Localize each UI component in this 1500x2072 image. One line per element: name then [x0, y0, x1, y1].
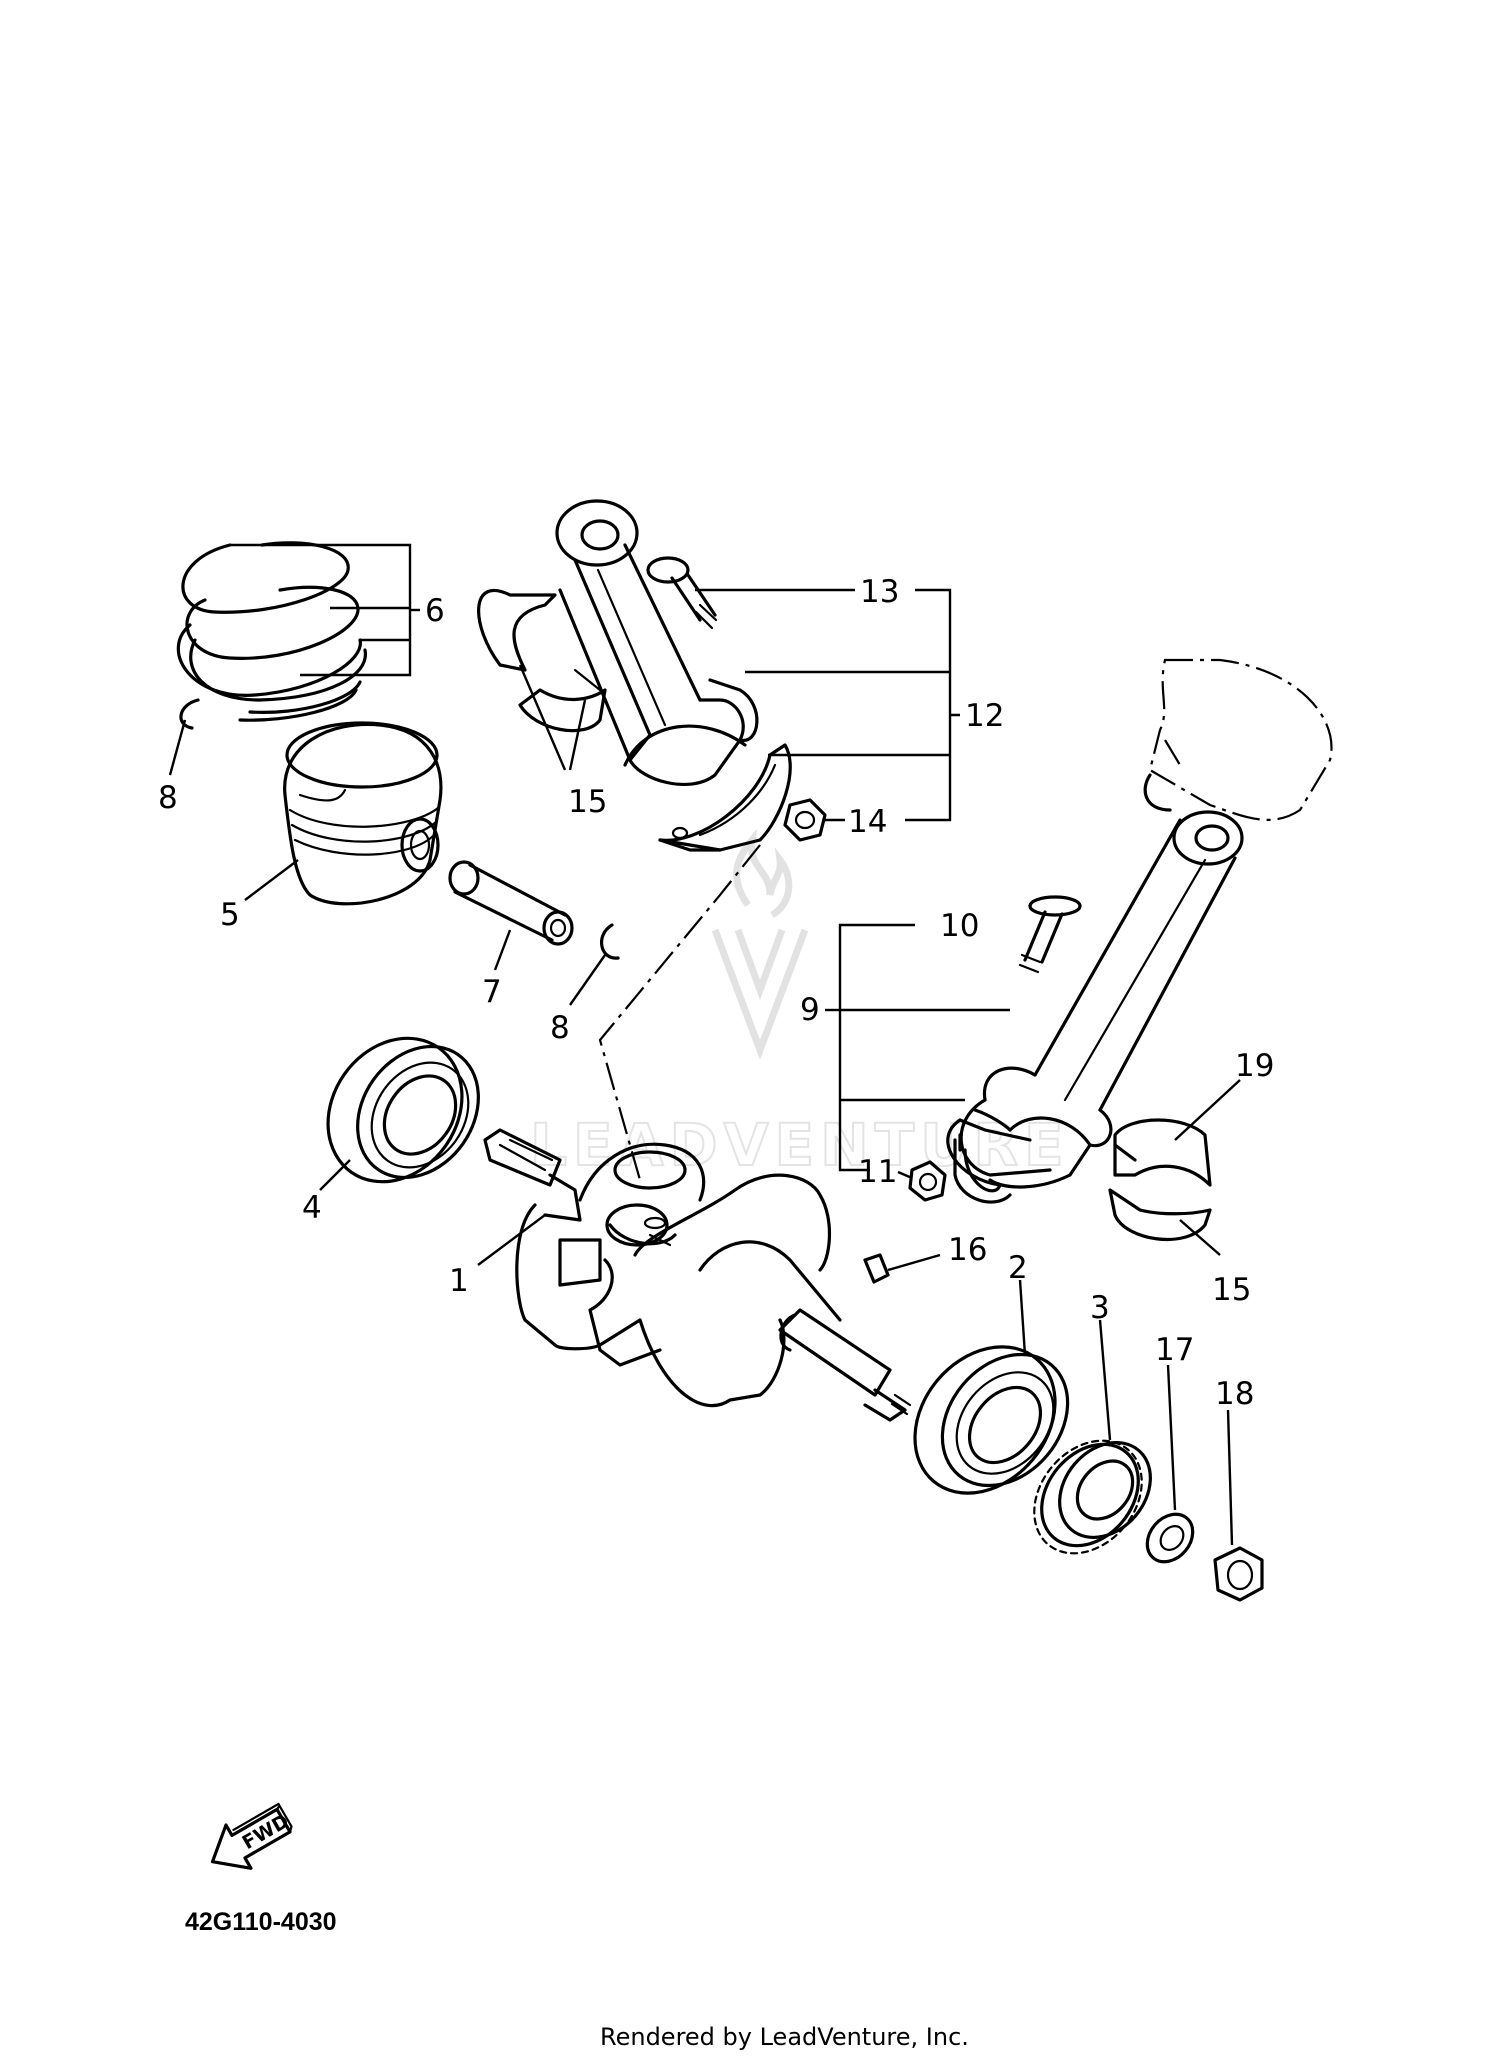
callout-15-lower: 15: [1212, 1272, 1251, 1308]
callout-19: 19: [1235, 1048, 1274, 1084]
woodruff-key: [863, 1253, 890, 1284]
rod-nut-upper: [783, 798, 827, 842]
bearing-right: [913, 1345, 1070, 1495]
bearing-left: [326, 1036, 480, 1184]
callout-9: 9: [800, 992, 820, 1028]
callout-13: 13: [860, 574, 899, 610]
callout-7: 7: [482, 974, 502, 1010]
callout-8-left: 8: [158, 780, 178, 816]
callout-15-upper: 15: [568, 784, 607, 820]
callout-8-right: 8: [550, 1010, 570, 1046]
rod-bolt-upper: [646, 556, 718, 630]
callout-2: 2: [1008, 1250, 1028, 1286]
callout-16: 16: [948, 1232, 987, 1268]
connecting-rod-upper: [555, 499, 759, 786]
piston: [283, 721, 443, 906]
diagram-code: 42G110-4030: [185, 1908, 337, 1936]
callout-5: 5: [220, 897, 240, 933]
callout-3: 3: [1090, 1290, 1110, 1326]
callout-11: 11: [858, 1154, 897, 1190]
callout-18: 18: [1215, 1376, 1254, 1412]
circlip-left: [179, 698, 200, 730]
callout-labels: 1 2 3 4 5 6 7 8 8 9 10 11 12 13 14 15 15…: [158, 574, 1274, 1412]
callout-14: 14: [848, 804, 887, 840]
rendered-by-footer: Rendered by LeadVenture, Inc.: [600, 2023, 969, 2051]
crank-nut: [1213, 1546, 1264, 1602]
piston-pin: [448, 860, 574, 946]
rod-nut-lower: [908, 1160, 947, 1202]
circlip-right: [600, 923, 620, 960]
callout-4: 4: [302, 1190, 322, 1226]
drive-gear: [1033, 1439, 1152, 1555]
callout-1: 1: [449, 1263, 469, 1299]
connecting-rod-lower: [946, 658, 1333, 1204]
fwd-arrow-icon: FWD: [210, 1802, 293, 1870]
bearing-shells-upper: [477, 588, 607, 733]
rod-cap-upper: [658, 743, 792, 852]
bearing-shells-lower: [1108, 1118, 1212, 1241]
callout-10: 10: [940, 908, 979, 944]
callout-6: 6: [425, 593, 445, 629]
rod-bolt-lower: [1018, 895, 1082, 974]
watermark-text: LEADVENTURE: [530, 1111, 1070, 1179]
callout-12: 12: [965, 698, 1004, 734]
piston-rings: [176, 541, 367, 722]
callout-17: 17: [1155, 1332, 1194, 1368]
leader-lines: [168, 543, 1241, 1546]
washer: [1145, 1512, 1195, 1564]
